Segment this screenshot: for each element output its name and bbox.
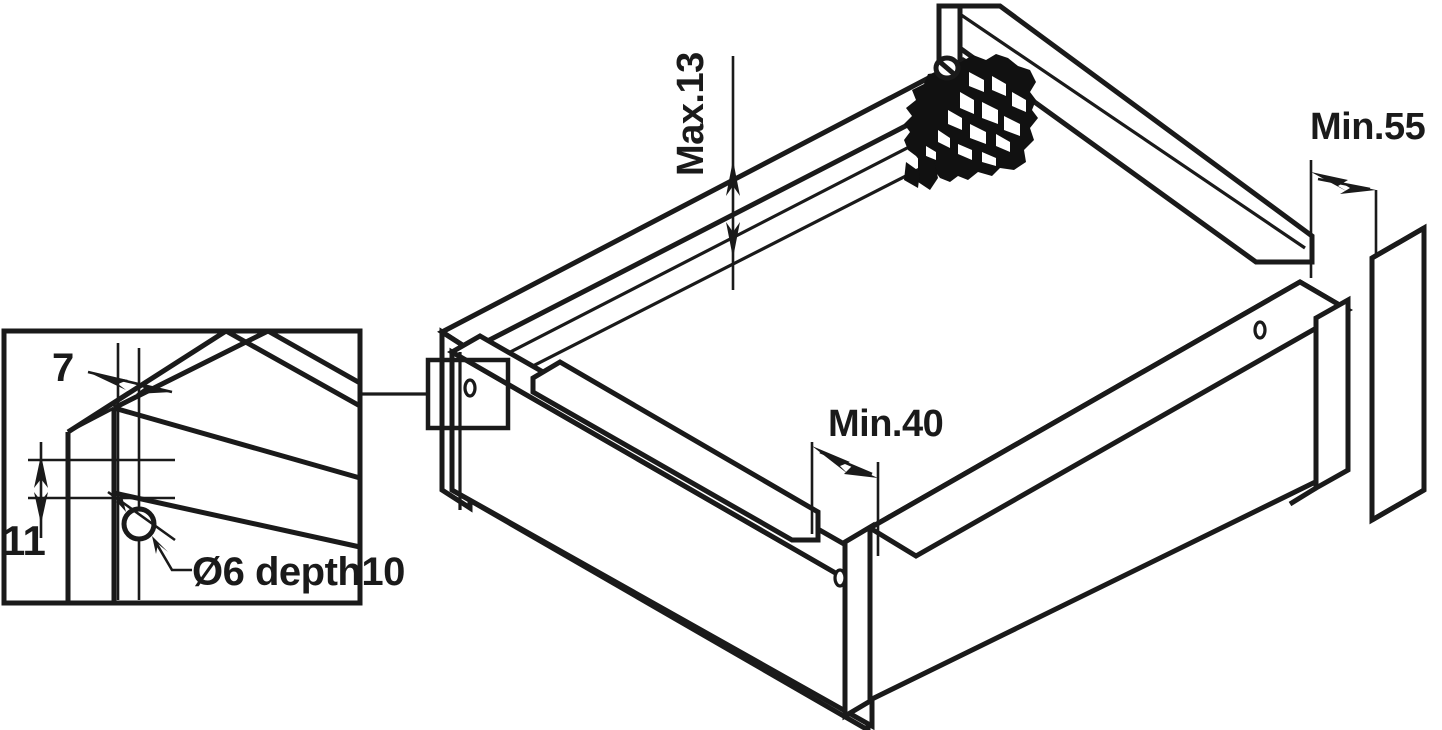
- cabinet-back-panel: [1369, 223, 1427, 525]
- rear-notch-edge: [1288, 485, 1318, 507]
- detail-lower-diagonals: [113, 490, 361, 550]
- dimension-max-13: [726, 56, 740, 290]
- dimension-min-40: [810, 442, 880, 556]
- drawer-inner-ledge: [530, 359, 821, 543]
- dimension-label-max-13: Max.13: [670, 52, 712, 176]
- dowel-hole: [1253, 320, 1267, 340]
- detail-rail-band: [224, 328, 362, 409]
- dimension-detail-7: [87, 370, 173, 394]
- dowel-hole: [833, 568, 847, 588]
- dimension-min-55: [1309, 160, 1378, 278]
- dimension-label-min-55: Min.55: [1310, 106, 1426, 148]
- dimension-label-7: 7: [52, 346, 74, 390]
- dimension-detail-11: [34, 442, 48, 538]
- bore-leader-line: [153, 540, 192, 572]
- dimension-label-11: 11: [2, 517, 46, 564]
- drawer-rear-panel-face: [1345, 310, 1351, 466]
- cam-ring: [933, 55, 961, 81]
- drawer-back-upright: [1313, 295, 1351, 493]
- drawer-runner-latch-mechanism: [904, 54, 1038, 190]
- main-assembly: [360, 3, 1427, 730]
- dimension-label-min-40: Min.40: [828, 403, 944, 445]
- bore-callout-label: Ø6 depth10: [192, 550, 405, 594]
- detail-callout-marker: [360, 357, 511, 431]
- detail-view: [1, 328, 363, 606]
